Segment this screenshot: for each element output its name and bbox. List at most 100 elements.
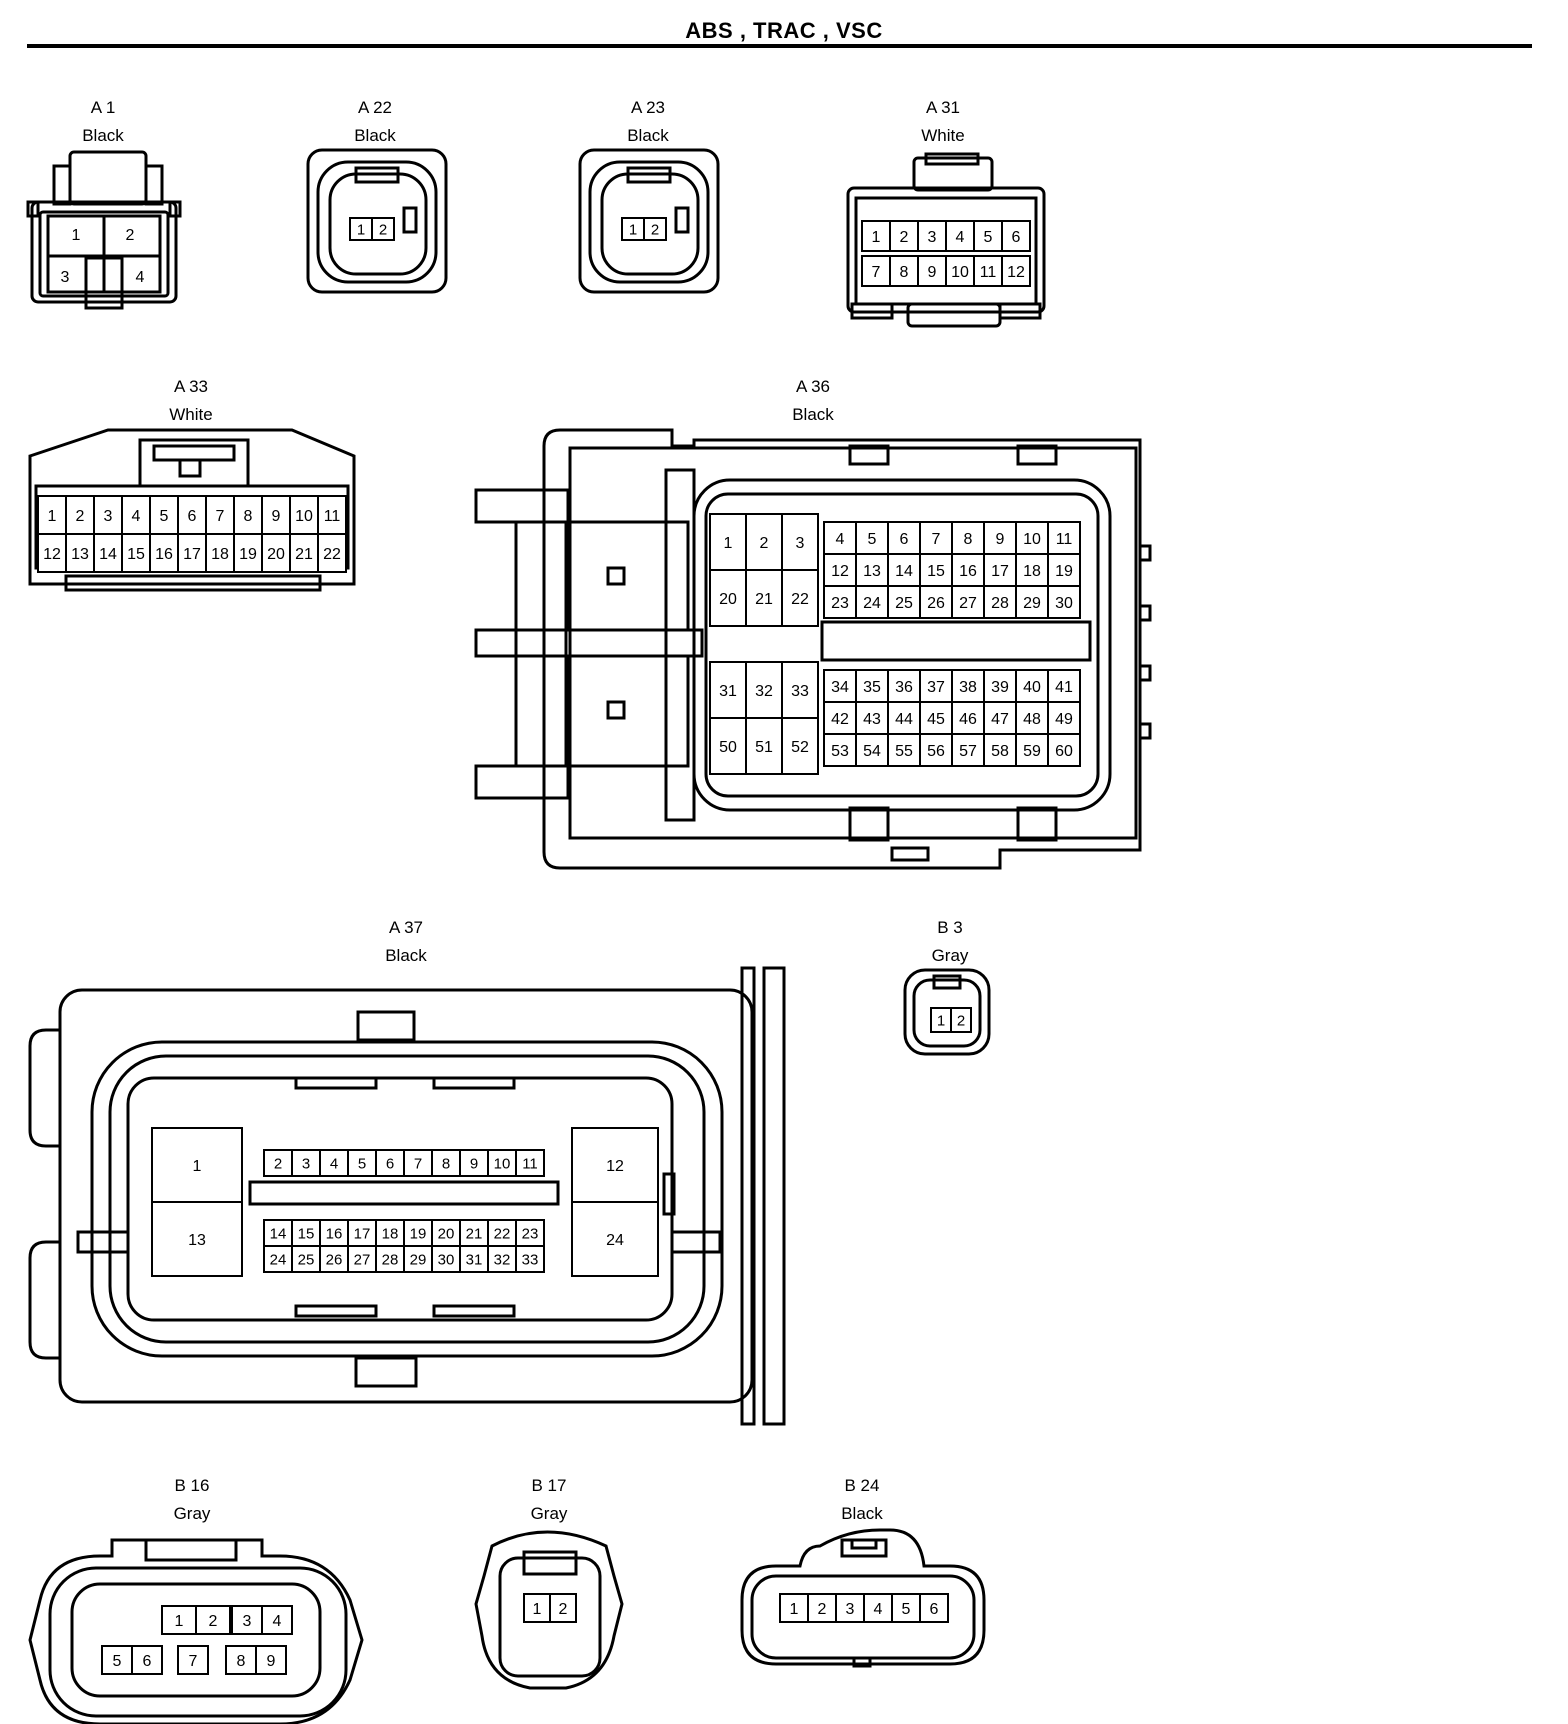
svg-text:9: 9 xyxy=(996,531,1005,548)
svg-text:56: 56 xyxy=(927,743,945,760)
svg-text:7: 7 xyxy=(872,264,881,281)
pin-cell: 3 xyxy=(93,495,123,535)
svg-text:22: 22 xyxy=(323,546,341,563)
svg-text:3: 3 xyxy=(846,1601,855,1618)
pin-cell: 55 xyxy=(887,733,921,767)
svg-text:30: 30 xyxy=(438,1251,455,1268)
svg-text:29: 29 xyxy=(410,1251,427,1268)
pin-cell: 5 xyxy=(101,1645,133,1675)
pin-cell: 17 xyxy=(983,553,1017,587)
svg-text:4: 4 xyxy=(132,508,141,525)
svg-text:1: 1 xyxy=(48,508,57,525)
pin-cell: 5 xyxy=(973,220,1003,252)
svg-text:34: 34 xyxy=(831,679,849,696)
pin-cell: 21 xyxy=(745,569,783,627)
svg-text:2: 2 xyxy=(379,221,387,238)
pin-cell: 10 xyxy=(1015,521,1049,555)
svg-text:32: 32 xyxy=(755,683,773,700)
svg-text:17: 17 xyxy=(354,1225,371,1242)
svg-text:14: 14 xyxy=(895,563,913,580)
svg-text:5: 5 xyxy=(160,508,169,525)
pin-cell: 19 xyxy=(1047,553,1081,587)
svg-text:18: 18 xyxy=(1023,563,1041,580)
pin-cell: 2 xyxy=(807,1593,837,1623)
pin-cell: 2 xyxy=(549,1593,577,1623)
svg-text:10: 10 xyxy=(1023,531,1041,548)
svg-text:17: 17 xyxy=(991,563,1009,580)
pin-cell: 47 xyxy=(983,701,1017,735)
pin-cell: 27 xyxy=(347,1245,377,1273)
svg-text:5: 5 xyxy=(868,531,877,548)
pin-cell: 22 xyxy=(487,1219,517,1247)
svg-text:1: 1 xyxy=(193,1158,202,1175)
svg-text:28: 28 xyxy=(991,595,1009,612)
connector-color-label: White xyxy=(169,405,213,424)
pin-cell: 11 xyxy=(1047,521,1081,555)
svg-text:18: 18 xyxy=(211,546,229,563)
pin-cell: 22 xyxy=(781,569,819,627)
svg-text:19: 19 xyxy=(410,1225,427,1242)
svg-text:26: 26 xyxy=(326,1251,343,1268)
svg-text:49: 49 xyxy=(1055,711,1073,728)
svg-text:1: 1 xyxy=(175,1613,184,1630)
pin-cell: 6 xyxy=(177,495,207,535)
svg-text:21: 21 xyxy=(466,1225,483,1242)
pin-label: 2 xyxy=(126,227,135,244)
pin-cell: 6 xyxy=(919,1593,949,1623)
pin-cell: 3 xyxy=(231,1605,263,1635)
pin-cell: 1 xyxy=(930,1007,952,1033)
svg-text:7: 7 xyxy=(932,531,941,548)
svg-text:31: 31 xyxy=(466,1251,483,1268)
pin-cell: 18 xyxy=(1015,553,1049,587)
pin-cell: 4 xyxy=(121,495,151,535)
svg-text:39: 39 xyxy=(991,679,1009,696)
pin-cell: 9 xyxy=(917,255,947,287)
svg-text:35: 35 xyxy=(863,679,881,696)
pin-cell: 35 xyxy=(855,669,889,703)
connector-a1 xyxy=(26,150,182,310)
pin-cell: 58 xyxy=(983,733,1017,767)
pin-cell: 8 xyxy=(431,1149,461,1177)
pin-cell: 48 xyxy=(1015,701,1049,735)
svg-text:54: 54 xyxy=(863,743,881,760)
pin-cell: 8 xyxy=(225,1645,257,1675)
connector-code-label: A 33 xyxy=(173,377,209,396)
page-title: ABS , TRAC , VSC xyxy=(685,18,883,43)
svg-text:45: 45 xyxy=(927,711,945,728)
pin-cell: 6 xyxy=(1001,220,1031,252)
svg-text:30: 30 xyxy=(1055,595,1073,612)
pin-cell: 7 xyxy=(205,495,235,535)
svg-text:2: 2 xyxy=(900,229,909,246)
svg-text:57: 57 xyxy=(959,743,977,760)
svg-text:6: 6 xyxy=(1012,229,1021,246)
pin-cell: 36 xyxy=(887,669,921,703)
svg-text:5: 5 xyxy=(902,1601,911,1618)
connector-code-label: B 17 xyxy=(531,1476,567,1495)
svg-text:28: 28 xyxy=(382,1251,399,1268)
connector-code-label: A 23 xyxy=(630,98,666,117)
svg-text:13: 13 xyxy=(188,1232,206,1249)
svg-text:27: 27 xyxy=(959,595,977,612)
svg-text:1: 1 xyxy=(629,221,637,238)
connector-a36 xyxy=(474,428,1152,870)
pin-cell: 11 xyxy=(515,1149,545,1177)
svg-text:10: 10 xyxy=(951,264,969,281)
pin-cell: 2 xyxy=(195,1605,231,1635)
svg-text:15: 15 xyxy=(127,546,145,563)
pin-cell: 4 xyxy=(945,220,975,252)
pin-cell: 16 xyxy=(319,1219,349,1247)
connector-color-label: Black xyxy=(841,1504,883,1523)
pin-cell: 1 xyxy=(779,1593,809,1623)
pin-cell: 28 xyxy=(375,1245,405,1273)
pin-cell: 31 xyxy=(709,661,747,719)
svg-text:51: 51 xyxy=(755,739,773,756)
pin-cell: 18 xyxy=(375,1219,405,1247)
pin-cell: 7 xyxy=(403,1149,433,1177)
pin-cell: 50 xyxy=(709,717,747,775)
svg-text:42: 42 xyxy=(831,711,849,728)
svg-text:58: 58 xyxy=(991,743,1009,760)
svg-text:33: 33 xyxy=(791,683,809,700)
pin-cell: 37 xyxy=(919,669,953,703)
pin-cell: 31 xyxy=(459,1245,489,1273)
svg-text:6: 6 xyxy=(188,508,197,525)
